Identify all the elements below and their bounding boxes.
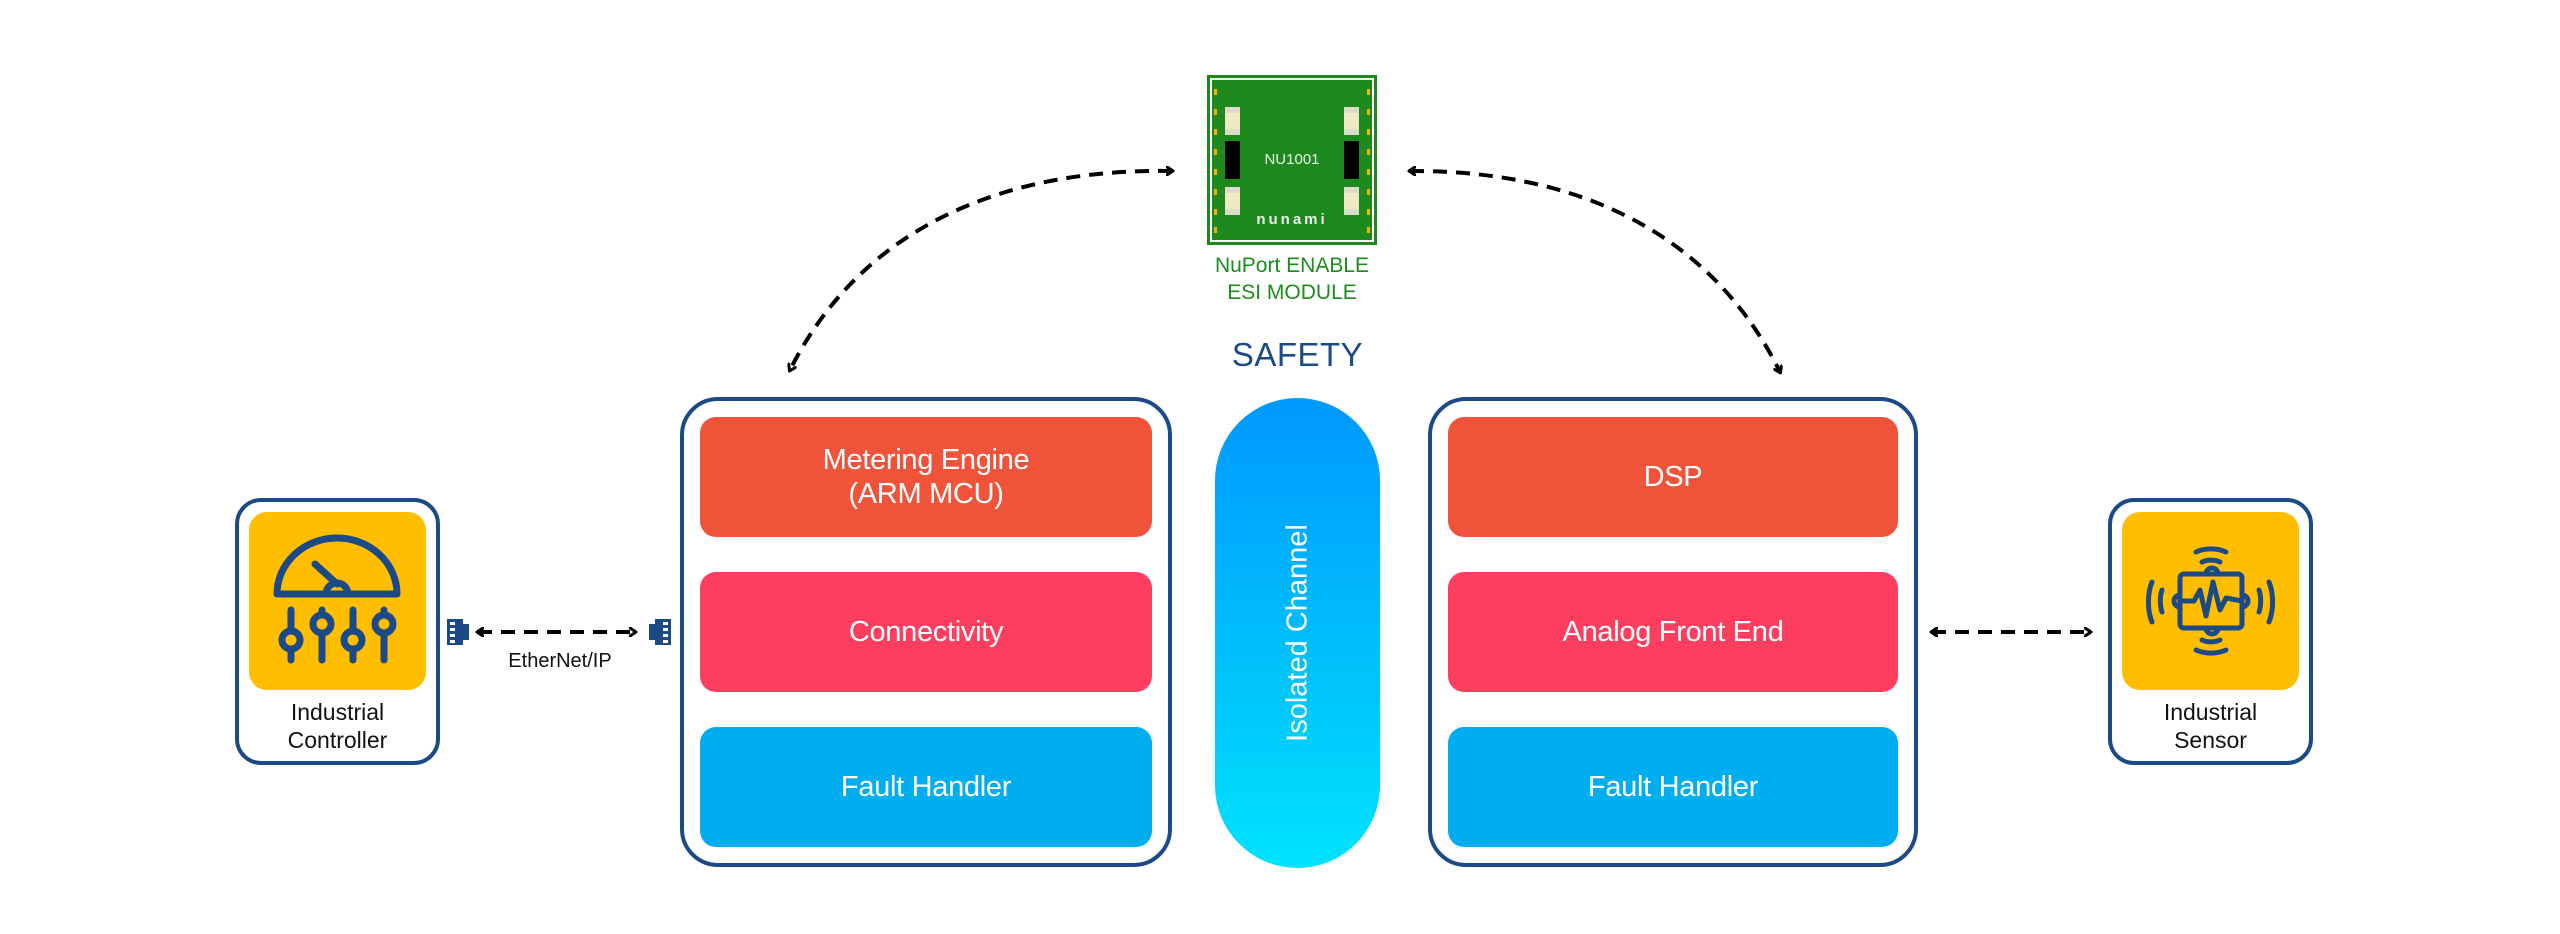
vibration-sensor-icon	[2145, 546, 2276, 656]
sensor-tile	[2122, 512, 2299, 690]
module-caption: NuPort ENABLE ESI MODULE	[1214, 254, 1370, 304]
chip-part-number: NU1001	[1264, 151, 1320, 168]
industrial-controller-card: Industrial Controller	[235, 498, 440, 765]
esi-module-chip: NU1001 nunami	[1207, 75, 1377, 245]
block-fault-handler-left: Fault Handler	[700, 727, 1152, 847]
block-fault-handler-right: Fault Handler	[1448, 727, 1898, 847]
ethernet-port-icon-right	[649, 619, 671, 645]
left-stack-container: Metering Engine (ARM MCU) Connectivity F…	[680, 397, 1172, 867]
isolated-channel-label: Isolated Channel	[1281, 524, 1313, 742]
arc-arrow-right	[1410, 171, 1780, 372]
arc-arrow-left	[790, 171, 1172, 370]
sensor-label: Industrial Sensor	[2163, 699, 2258, 753]
block-dsp: DSP	[1448, 417, 1898, 537]
controller-tile	[249, 512, 426, 690]
isolated-channel: Isolated Channel	[1215, 398, 1380, 868]
block-connectivity: Connectivity	[700, 572, 1152, 692]
ethernet-label: EtherNet/IP	[508, 650, 612, 672]
safety-label: SAFETY	[1231, 336, 1364, 373]
block-analog-front-end: Analog Front End	[1448, 572, 1898, 692]
controller-label: Industrial Controller	[287, 699, 388, 753]
ethernet-port-icon-left	[447, 619, 469, 645]
right-stack-container: DSP Analog Front End Fault Handler	[1428, 397, 1918, 867]
block-metering-engine: Metering Engine (ARM MCU)	[700, 417, 1152, 537]
chip-icon	[1207, 75, 1377, 245]
chip-brand-logo: nunami	[1256, 211, 1328, 228]
gauge-sliders-icon	[273, 534, 401, 664]
industrial-sensor-card: Industrial Sensor	[2108, 498, 2313, 765]
